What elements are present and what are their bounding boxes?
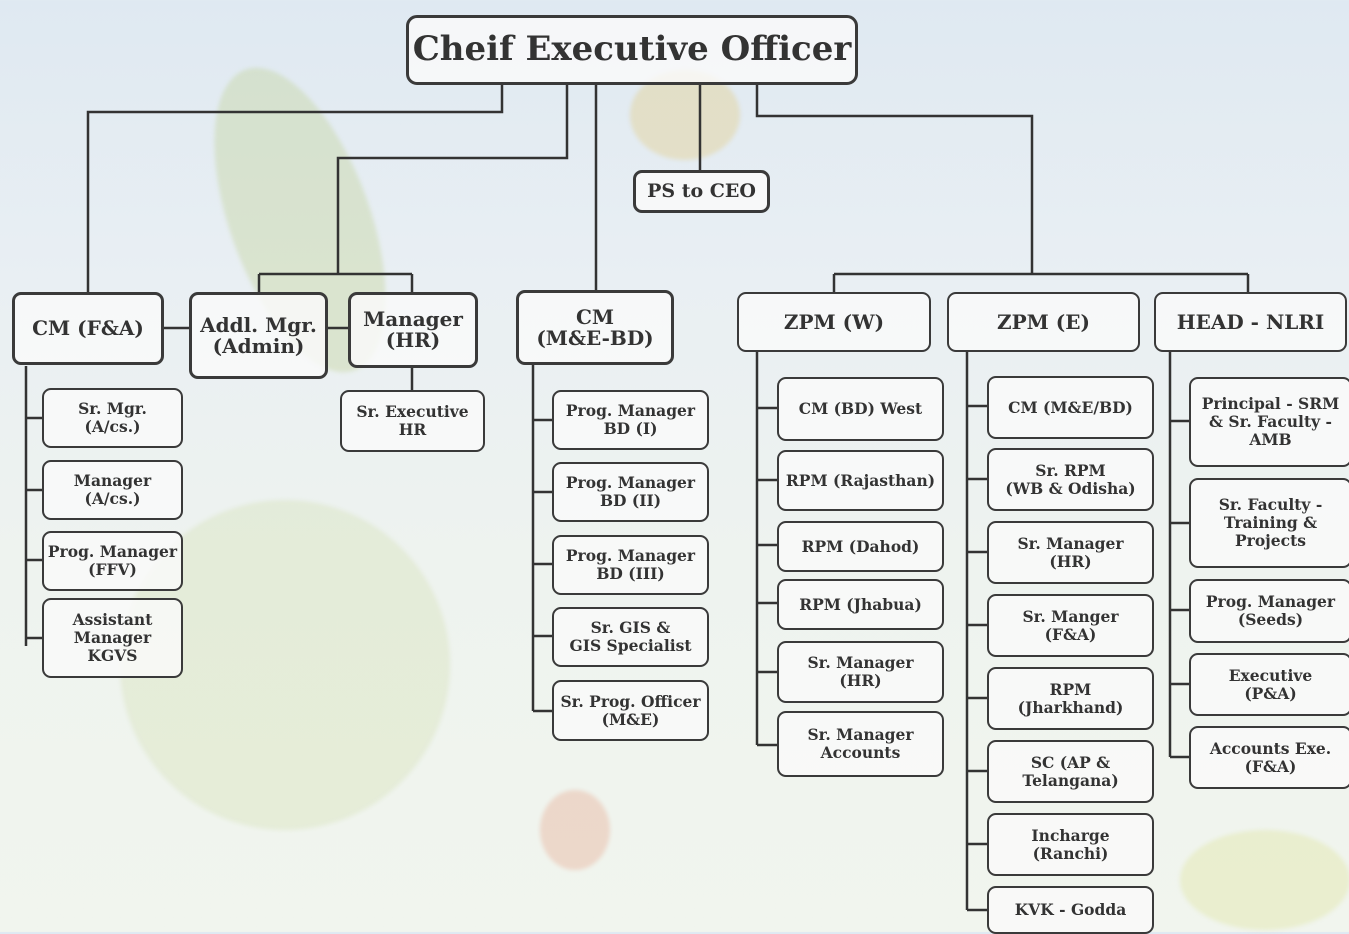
ps-to-ceo-box: PS to CEO: [633, 170, 770, 213]
rpm-dahod-box: RPM (Dahod): [777, 521, 944, 572]
background-flower-shape: [540, 790, 610, 870]
rpm-jhabua-box: RPM (Jhabua): [777, 579, 944, 630]
sr-gis-specialist-box: Sr. GIS & GIS Specialist: [552, 607, 709, 667]
assistant-manager-kgvs-box: Assistant Manager KGVS: [42, 598, 183, 678]
background-leaf-shape: [1180, 830, 1349, 930]
cm-me-bd-e-box: CM (M&E/BD): [987, 376, 1154, 439]
cm-me-bd-box: CM (M&E-BD): [516, 290, 674, 365]
sr-mgr-acs-box: Sr. Mgr. (A/cs.): [42, 388, 183, 448]
cm-fa-box: CM (F&A): [12, 292, 164, 365]
prog-manager-bd-1-box: Prog. Manager BD (I): [552, 390, 709, 450]
manager-hr-box: Manager (HR): [348, 292, 478, 368]
principal-srm-box: Principal - SRM & Sr. Faculty - AMB: [1189, 377, 1349, 467]
head-nlri-box: HEAD - NLRI: [1154, 292, 1347, 352]
zpm-w-box: ZPM (W): [737, 292, 931, 352]
prog-manager-bd-2-box: Prog. Manager BD (II): [552, 462, 709, 522]
ceo-box: Cheif Executive Officer: [406, 15, 858, 85]
prog-manager-bd-3-box: Prog. Manager BD (III): [552, 535, 709, 595]
accounts-exe-fa-box: Accounts Exe. (F&A): [1189, 726, 1349, 789]
cm-bd-west-box: CM (BD) West: [777, 377, 944, 441]
kvk-godda-box: KVK - Godda: [987, 886, 1154, 934]
sr-manager-hr-w-box: Sr. Manager (HR): [777, 641, 944, 703]
sr-executive-hr-box: Sr. Executive HR: [340, 390, 485, 452]
prog-manager-seeds-box: Prog. Manager (Seeds): [1189, 579, 1349, 643]
executive-pa-box: Executive (P&A): [1189, 653, 1349, 716]
sr-prog-officer-me-box: Sr. Prog. Officer (M&E): [552, 680, 709, 741]
manager-acs-box: Manager (A/cs.): [42, 460, 183, 520]
addl-mgr-admin-box: Addl. Mgr. (Admin): [189, 292, 328, 379]
sc-ap-telangana-box: SC (AP & Telangana): [987, 740, 1154, 803]
sr-faculty-training-box: Sr. Faculty - Training & Projects: [1189, 478, 1349, 568]
sr-manager-accounts-box: Sr. Manager Accounts: [777, 711, 944, 777]
rpm-jharkhand-box: RPM (Jharkhand): [987, 667, 1154, 730]
rpm-rajasthan-box: RPM (Rajasthan): [777, 450, 944, 511]
background-butterfly-shape: [630, 70, 740, 160]
sr-rpm-wb-odisha-box: Sr. RPM (WB & Odisha): [987, 448, 1154, 511]
prog-manager-ffv-box: Prog. Manager (FFV): [42, 531, 183, 591]
sr-manager-hr-e-box: Sr. Manager (HR): [987, 521, 1154, 584]
incharge-ranchi-box: Incharge (Ranchi): [987, 813, 1154, 876]
sr-manger-fa-box: Sr. Manger (F&A): [987, 594, 1154, 657]
zpm-e-box: ZPM (E): [947, 292, 1140, 352]
